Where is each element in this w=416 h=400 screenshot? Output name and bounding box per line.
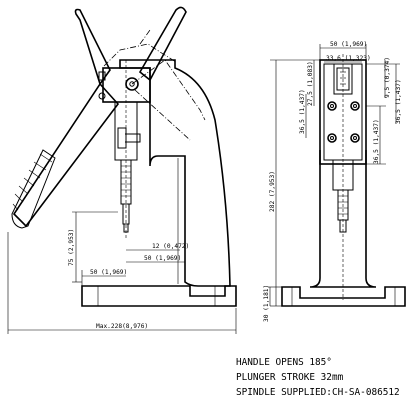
dim-upper-label: 27,5 (1,083): [307, 61, 314, 106]
spindle: [120, 159, 132, 233]
dim-top-width: 50 (1,969): [319, 41, 367, 60]
side-frame: [119, 59, 231, 287]
dim-hole-spacing-label: 33,6 (1,323): [326, 55, 371, 62]
dim-50-inner: 50 (1,969): [126, 240, 186, 266]
dim-right-top: 9,5 (0,374): [366, 57, 400, 98]
side-view: 75 (2,953) 12 (0,472) 50 (1,969) 50 (1,9…: [7, 6, 237, 334]
note-stroke: PLUNGER STROKE 32mm: [236, 372, 344, 383]
dim-12-label: 12 (0,472): [152, 243, 189, 250]
front-base: [281, 286, 406, 307]
note-handle: HANDLE OPENS 185°: [236, 357, 332, 368]
dim-right-mid: 36,5 (1,437): [395, 64, 402, 124]
notes: HANDLE OPENS 185° PLUNGER STROKE 32mm SP…: [236, 357, 400, 398]
pinion: [125, 77, 139, 91]
dim-12: 12 (0,472): [126, 243, 189, 251]
bolt-bl: [327, 133, 337, 143]
handle: [11, 82, 120, 229]
dim-50-outer: 50 (1,969): [81, 269, 127, 286]
bolt-br: [350, 133, 360, 143]
bolt-tr: [350, 101, 360, 111]
dim-50-outer-label: 50 (1,969): [90, 269, 127, 276]
dim-upper: 27,5 (1,083): [307, 60, 315, 106]
note-spindle: SPINDLE SUPPLIED:CH-SA-086512: [236, 387, 400, 398]
dim-top-width-label: 50 (1,969): [330, 41, 367, 48]
dim-overall: Max.228(8,976): [7, 232, 237, 334]
dim-right-low-label: 36,5 (1,437): [373, 119, 380, 164]
dim-right-low: 36,5 (1,437): [366, 105, 386, 165]
front-head: [319, 59, 367, 165]
dim-overall-label: Max.228(8,976): [96, 323, 148, 330]
dim-ram-label: 36,5 (1,437): [299, 89, 306, 134]
dim-ram: 36,5 (1,437): [299, 89, 307, 138]
dim-stroke: 75 (2,953): [68, 211, 118, 283]
handle-open-phantom: [74, 6, 206, 141]
side-base: [81, 285, 237, 307]
dim-total-height: 282 (7,953): [269, 59, 320, 307]
dim-hole-spacing: 33,6 (1,323): [324, 55, 371, 63]
dim-base-height: 30 (1,181): [263, 285, 282, 322]
dim-50-inner-label: 50 (1,969): [144, 255, 181, 262]
dim-right-top-label: 9,5 (0,374): [384, 57, 391, 98]
dim-total-height-label: 282 (7,953): [269, 171, 276, 212]
bolt-tl: [327, 101, 337, 111]
front-view: 50 (1,969) 33,6 (1,323) 27,5 (1,083) 36,…: [263, 41, 406, 322]
dim-right-mid-label: 36,5 (1,437): [395, 79, 402, 124]
dim-base-height-label: 30 (1,181): [263, 285, 270, 322]
dim-stroke-label: 75 (2,953): [68, 229, 75, 266]
